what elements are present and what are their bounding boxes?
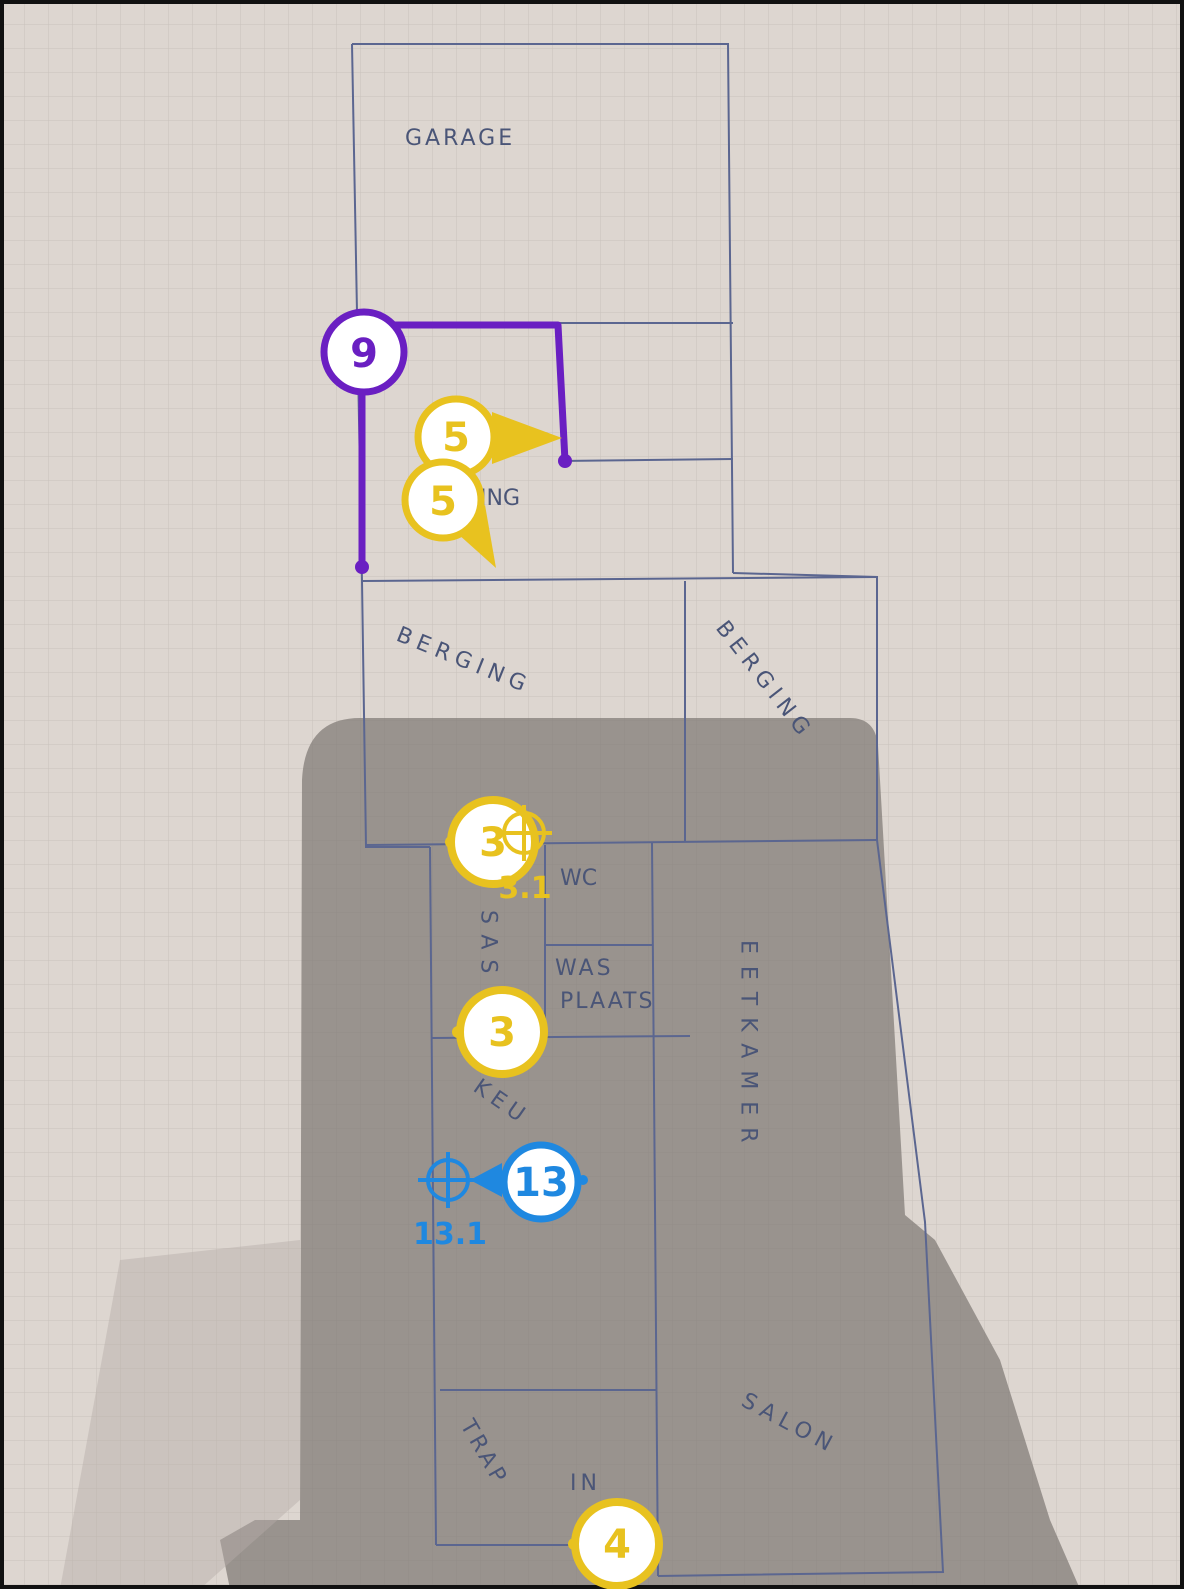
marker-3a-group[interactable]: 3 3.1 bbox=[445, 796, 552, 906]
marker-9-group[interactable]: 9 bbox=[320, 308, 572, 574]
label-wc: WC bbox=[560, 866, 597, 891]
label-berging-top: ING bbox=[480, 486, 520, 511]
soft-shadow bbox=[60, 1240, 300, 1589]
label-wasplaats-2: PLAATS bbox=[560, 989, 654, 1014]
marker-5a-arrow bbox=[492, 412, 562, 464]
marker-5b-group[interactable]: 5 bbox=[401, 458, 496, 568]
marker-9-endpoint bbox=[558, 454, 572, 468]
marker-3b-badge[interactable] bbox=[456, 986, 548, 1078]
marker-5b-label: 5 bbox=[429, 479, 457, 525]
marker-4-label: 4 bbox=[603, 1522, 631, 1568]
marker-3b-label: 3 bbox=[488, 1010, 516, 1056]
marker-4-badge[interactable] bbox=[571, 1498, 663, 1589]
label-in: IN bbox=[570, 1471, 601, 1496]
marker-5b-badge[interactable] bbox=[401, 458, 485, 542]
label-garage: GARAGE bbox=[405, 126, 515, 151]
label-wasplaats-1: WAS bbox=[555, 956, 614, 981]
target-13-1-label: 13.1 bbox=[413, 1217, 487, 1252]
target-3-1-icon[interactable] bbox=[496, 805, 552, 861]
marker-13-group[interactable]: 13 13.1 bbox=[413, 1141, 588, 1252]
marker-3a-badge[interactable] bbox=[447, 796, 539, 888]
label-sas: SAS bbox=[476, 910, 501, 983]
marker-13-arrow bbox=[470, 1163, 502, 1197]
target-3-1-label: 3.1 bbox=[498, 871, 551, 906]
marker-3b-group[interactable]: 3 bbox=[452, 986, 548, 1078]
marker-9-badge[interactable] bbox=[320, 308, 408, 396]
marker-3a-label: 3 bbox=[479, 820, 507, 866]
marker-9-endpoint bbox=[355, 560, 369, 574]
marker-4-group[interactable]: 4 bbox=[568, 1498, 663, 1589]
marker-5a-label: 5 bbox=[442, 415, 470, 461]
marker-9-path bbox=[358, 321, 569, 567]
target-13-1-icon[interactable] bbox=[418, 1152, 476, 1208]
marker-5a-group[interactable]: 5 bbox=[414, 395, 562, 479]
marker-13-label: 13 bbox=[513, 1160, 569, 1206]
marker-13-badge[interactable] bbox=[500, 1141, 582, 1223]
label-eetkamer: EETKAMER bbox=[736, 940, 761, 1155]
marker-9-label: 9 bbox=[350, 331, 378, 377]
